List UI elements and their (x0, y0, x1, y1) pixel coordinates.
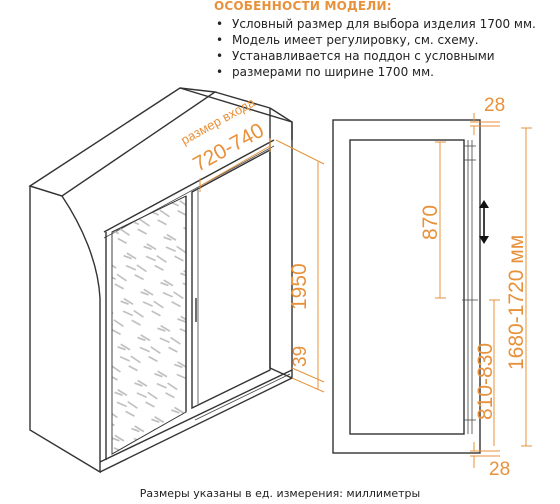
shower-tray (99, 377, 293, 473)
outer-frame (332, 119, 481, 454)
bottom-gap-dim: 28 (489, 459, 510, 480)
shower-door-diagram: размер входа 720-740 1950 39 28 870 (28, 87, 532, 480)
upper-adjust-dim: 870 (419, 205, 442, 240)
perspective-view (28, 87, 293, 474)
feature-item: Модель имеет регулировку, см. схему. (214, 33, 554, 48)
inner-frame (349, 139, 465, 435)
right-wall (269, 107, 293, 380)
side-view (332, 119, 489, 454)
features-title: ОСОБЕННОСТИ МОДЕЛИ: (214, 0, 392, 13)
feature-item: Устанавливается на поддон с условными (214, 49, 554, 64)
lower-adjust-dim: 810-830 (474, 343, 497, 420)
units-note: Размеры указаны в ед. измерения: миллиме… (139, 487, 421, 500)
total-range-dim: 1680-1720 мм (505, 235, 528, 370)
top-gap-dim: 28 (484, 95, 505, 116)
height-dim: 1950 (288, 263, 311, 310)
features-list: Условный размер для выбора изделия 1700 … (214, 17, 554, 80)
bottom-height-dim: 39 (290, 346, 311, 367)
left-wall (29, 186, 101, 474)
feature-item: размерами по ширине 1700 мм. (214, 65, 554, 80)
sliding-door-panel (191, 148, 271, 410)
right-dimensions: 28 870 810-830 1680-1720 мм 28 (419, 95, 532, 480)
features-block: ОСОБЕННОСТИ МОДЕЛИ: Условный размер для … (214, 0, 554, 81)
curved-wall (61, 195, 101, 299)
door-top-rail (103, 139, 275, 233)
left-dimensions: размер входа 720-740 1950 39 (178, 94, 325, 393)
fixed-glass-panel (111, 195, 187, 455)
feature-item: Условный размер для выбора изделия 1700 … (214, 17, 554, 32)
